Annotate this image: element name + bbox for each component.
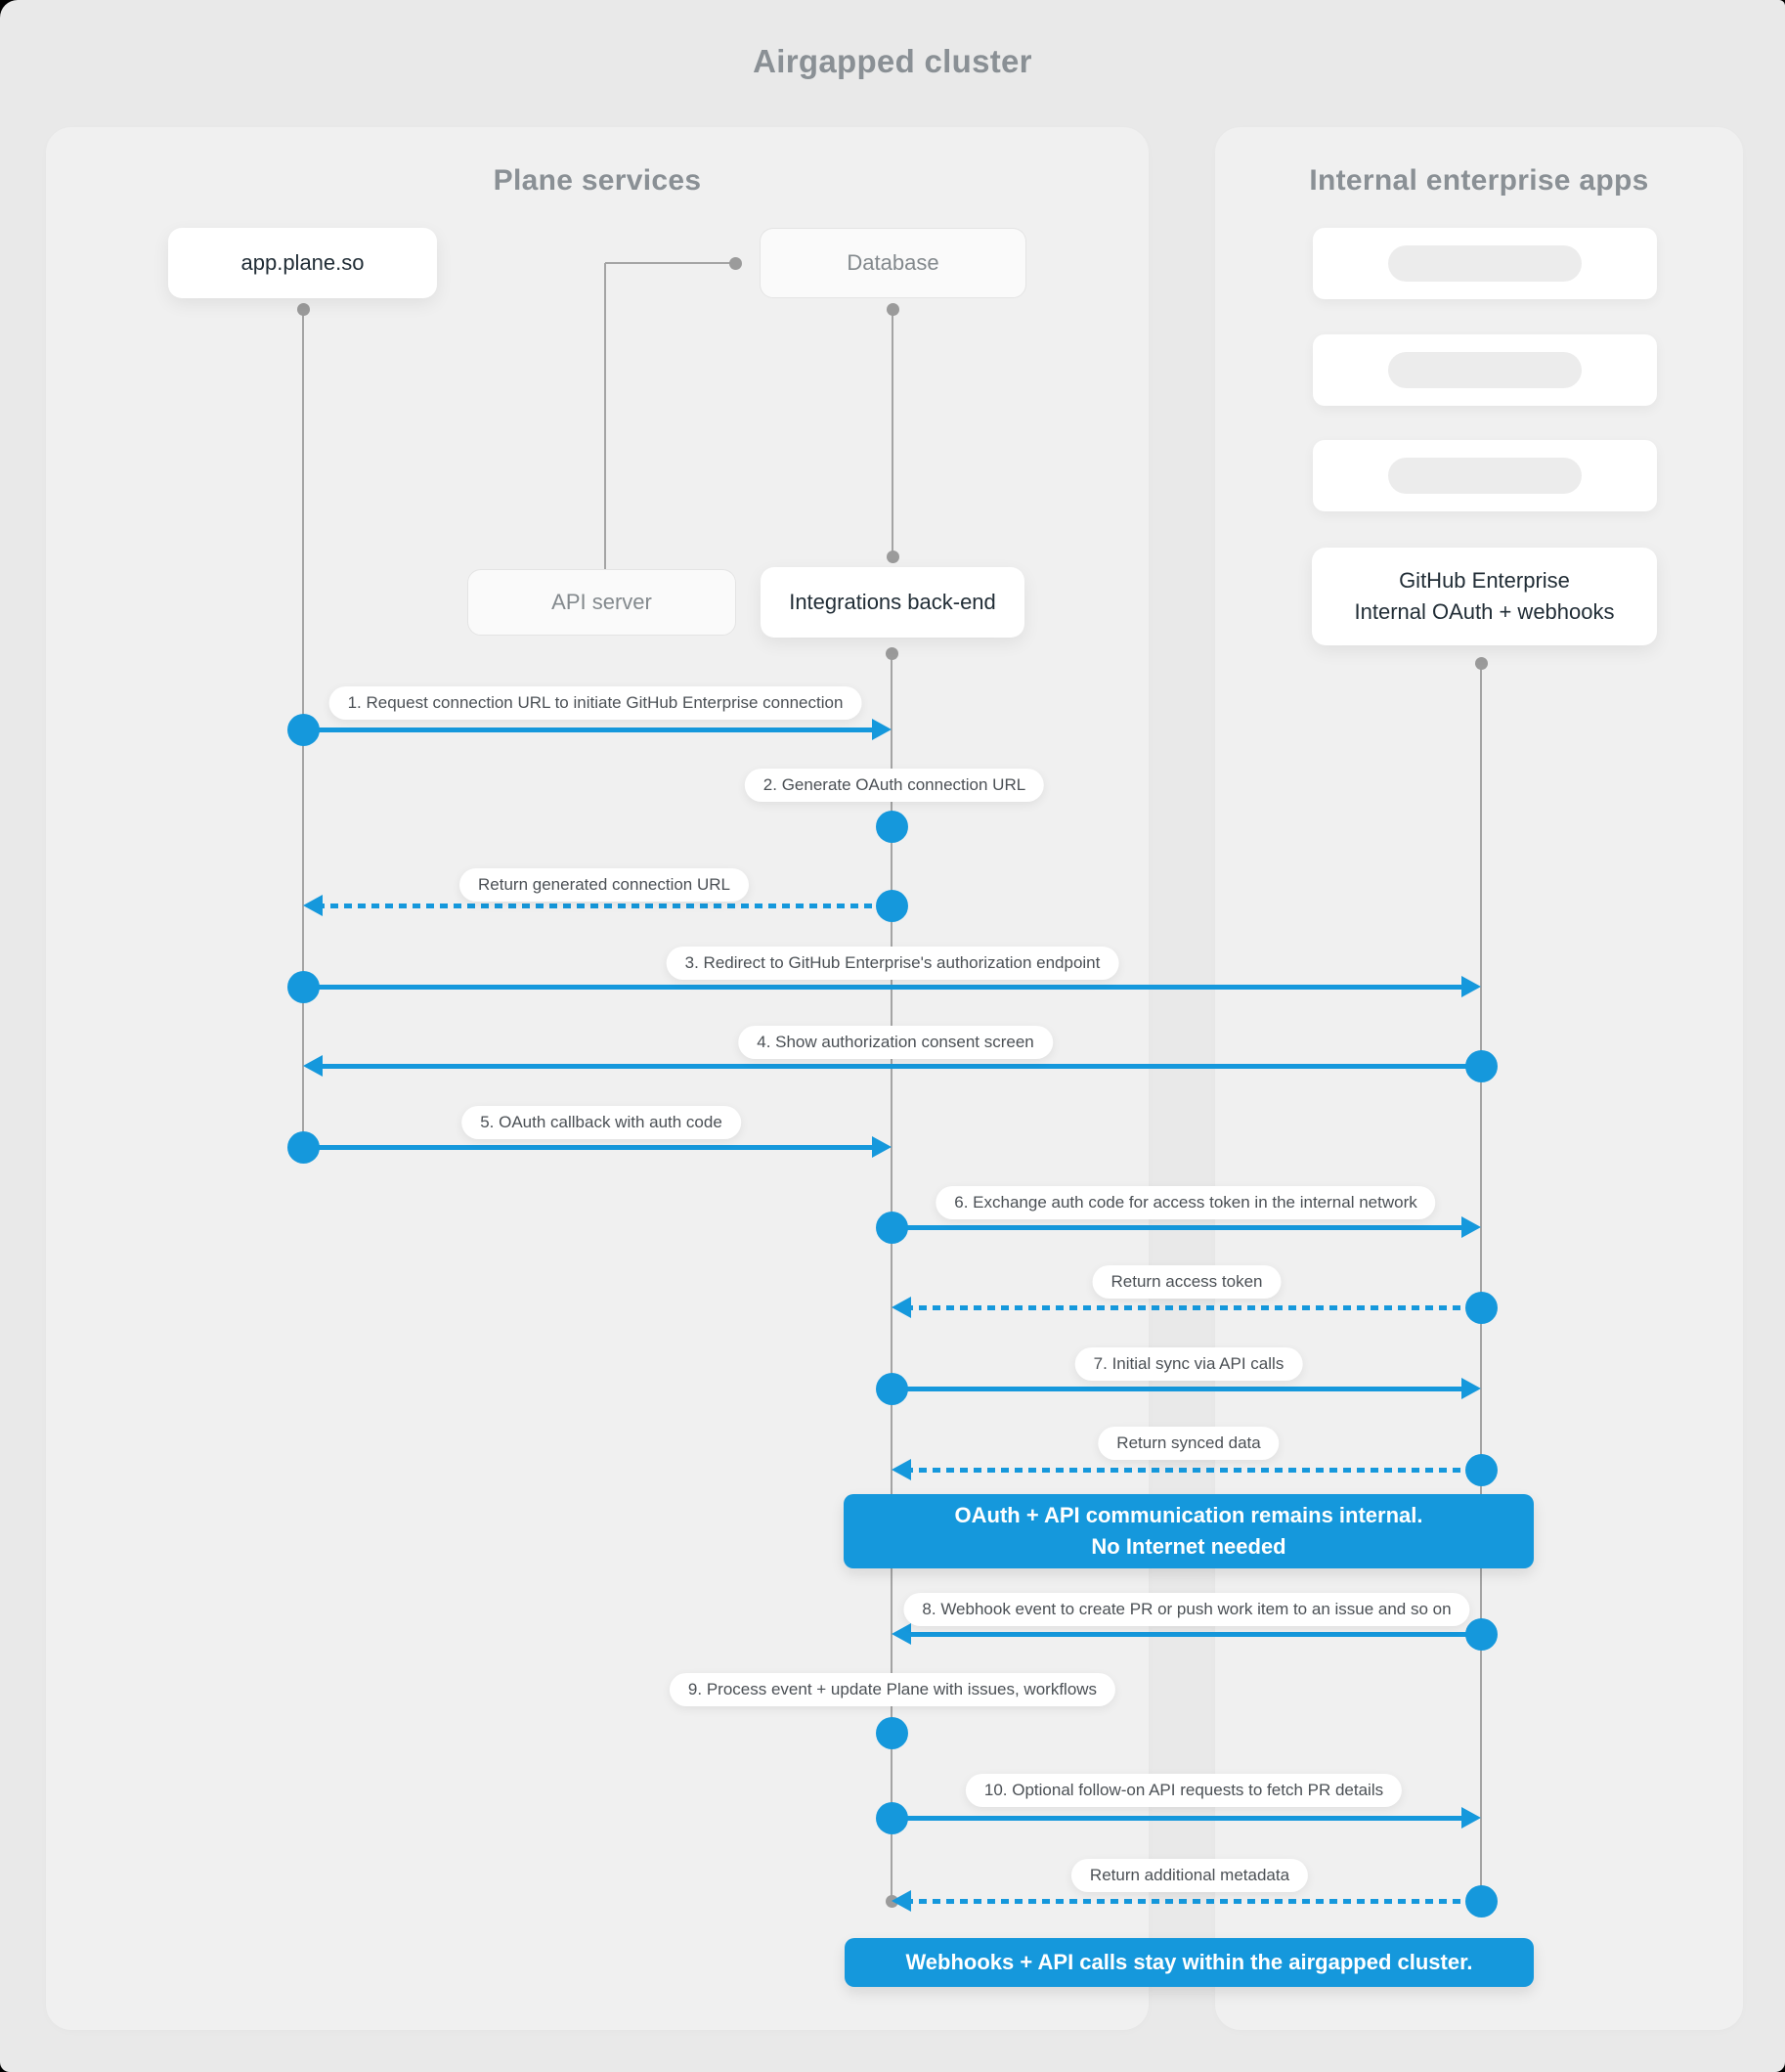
msg-3-redirect-authorization-arrowhead (1461, 976, 1481, 997)
lifeline-app-plane-so-start-dot (296, 302, 310, 316)
lifeline-integrations-backend (891, 653, 892, 1901)
connector-api-server-to-database-dot (728, 256, 742, 270)
msg-10-optional-follow-on-arrowhead (1461, 1807, 1481, 1829)
lifeline-integrations-backend-start-dot (885, 646, 898, 660)
msg-return-generated-url-origin-dot (875, 889, 908, 922)
msg-return-generated-url-label: Return generated connection URL (459, 868, 749, 902)
banner-oauth-internal: OAuth + API communication remains intern… (844, 1494, 1534, 1568)
msg-return-additional-metadata-arrowhead (892, 1890, 911, 1912)
msg-8-webhook-event-arrowhead (892, 1623, 911, 1645)
msg-6-exchange-auth-code-line (892, 1224, 1467, 1230)
msg-2-generate-oauth-url-self-dot (875, 810, 908, 843)
lifeline-github-enterprise (1480, 663, 1482, 1901)
msg-return-additional-metadata-origin-dot (1464, 1884, 1498, 1918)
msg-1-request-connection-url-line (303, 727, 878, 732)
msg-3-redirect-authorization-origin-dot (286, 970, 320, 1003)
msg-return-access-token-line (905, 1304, 1481, 1310)
msg-5-oauth-callback-label: 5. OAuth callback with auth code (461, 1106, 741, 1139)
msg-return-generated-url-line (317, 903, 892, 908)
msg-return-access-token-arrowhead (892, 1297, 911, 1318)
msg-4-show-consent-screen-line (317, 1063, 1481, 1069)
msg-5-oauth-callback-origin-dot (286, 1130, 320, 1164)
panel-internal-apps-title: Internal enterprise apps (1309, 164, 1649, 197)
msg-8-webhook-event-line (905, 1631, 1481, 1637)
msg-8-webhook-event-origin-dot (1464, 1617, 1498, 1651)
msg-return-additional-metadata-label: Return additional metadata (1070, 1859, 1309, 1892)
msg-1-request-connection-url-label: 1. Request connection URL to initiate Gi… (328, 686, 862, 720)
msg-10-optional-follow-on-origin-dot (875, 1801, 908, 1834)
msg-return-generated-url-arrowhead (303, 895, 323, 916)
msg-4-show-consent-screen-label: 4. Show authorization consent screen (738, 1026, 1053, 1059)
node-github-enterprise-label-0: GitHub Enterprise (1399, 568, 1570, 594)
node-api-server-label-0: API server (551, 590, 652, 615)
lifeline-database-to-integrations (892, 309, 893, 556)
placeholder-app-3 (1313, 440, 1657, 511)
msg-return-synced-data-label: Return synced data (1098, 1427, 1280, 1460)
msg-5-oauth-callback-arrowhead (872, 1136, 892, 1158)
msg-6-exchange-auth-code-label: 6. Exchange auth code for access token i… (936, 1186, 1436, 1219)
banner-webhooks-airgapped: Webhooks + API calls stay within the air… (845, 1938, 1534, 1987)
node-database-label-0: Database (847, 250, 939, 276)
msg-1-request-connection-url-origin-dot (286, 713, 320, 746)
msg-3-redirect-authorization-label: 3. Redirect to GitHub Enterprise's autho… (666, 947, 1119, 980)
page-title: Airgapped cluster (753, 43, 1032, 79)
placeholder-app-2-skeleton (1388, 352, 1582, 388)
msg-return-access-token-origin-dot (1464, 1291, 1498, 1324)
msg-7-initial-sync-origin-dot (875, 1372, 908, 1405)
msg-4-show-consent-screen-origin-dot (1464, 1049, 1498, 1082)
node-database: Database (760, 228, 1026, 298)
placeholder-app-1-skeleton (1388, 245, 1582, 282)
msg-return-additional-metadata-line (905, 1898, 1481, 1904)
banner-oauth-internal-line-0: OAuth + API communication remains intern… (954, 1503, 1423, 1528)
msg-3-redirect-authorization-line (303, 984, 1467, 990)
lifeline-database-to-integrations-start-dot (886, 302, 899, 316)
node-app-plane-so-label-0: app.plane.so (240, 250, 365, 276)
msg-9-process-event-self-dot (875, 1716, 908, 1749)
msg-7-initial-sync-label: 7. Initial sync via API calls (1074, 1347, 1303, 1381)
msg-7-initial-sync-line (892, 1386, 1467, 1391)
msg-return-synced-data-arrowhead (892, 1459, 911, 1480)
panel-plane-services: Plane services (46, 127, 1149, 2030)
msg-return-synced-data-line (905, 1467, 1481, 1473)
lifeline-database-to-integrations-end-dot (886, 550, 899, 563)
msg-6-exchange-auth-code-origin-dot (875, 1211, 908, 1244)
msg-2-generate-oauth-url-label: 2. Generate OAuth connection URL (744, 769, 1045, 802)
msg-7-initial-sync-arrowhead (1461, 1378, 1481, 1399)
node-integrations-backend: Integrations back-end (761, 567, 1024, 638)
msg-8-webhook-event-label: 8. Webhook event to create PR or push wo… (903, 1593, 1470, 1626)
connector-api-server-to-database-vertical (604, 263, 606, 569)
node-app-plane-so: app.plane.so (168, 228, 437, 298)
placeholder-app-1 (1313, 228, 1657, 299)
lifeline-github-enterprise-start-dot (1474, 656, 1488, 670)
msg-10-optional-follow-on-label: 10. Optional follow-on API requests to f… (965, 1774, 1403, 1807)
placeholder-app-3-skeleton (1388, 458, 1582, 494)
msg-5-oauth-callback-line (303, 1144, 878, 1150)
node-api-server: API server (467, 569, 736, 636)
msg-1-request-connection-url-arrowhead (872, 719, 892, 740)
panel-plane-services-title: Plane services (493, 164, 702, 197)
banner-oauth-internal-line-1: No Internet needed (1091, 1534, 1286, 1559)
node-integrations-backend-label-0: Integrations back-end (789, 590, 996, 615)
msg-return-access-token-label: Return access token (1092, 1265, 1282, 1299)
msg-return-synced-data-origin-dot (1464, 1453, 1498, 1486)
msg-6-exchange-auth-code-arrowhead (1461, 1216, 1481, 1238)
placeholder-app-2 (1313, 334, 1657, 406)
connector-api-server-to-database-horizontal (605, 262, 735, 264)
banner-webhooks-airgapped-line-0: Webhooks + API calls stay within the air… (905, 1950, 1473, 1975)
msg-10-optional-follow-on-line (892, 1815, 1467, 1821)
node-github-enterprise-label-1: Internal OAuth + webhooks (1354, 599, 1615, 624)
msg-4-show-consent-screen-arrowhead (303, 1055, 323, 1077)
msg-9-process-event-label: 9. Process event + update Plane with iss… (669, 1673, 1116, 1706)
